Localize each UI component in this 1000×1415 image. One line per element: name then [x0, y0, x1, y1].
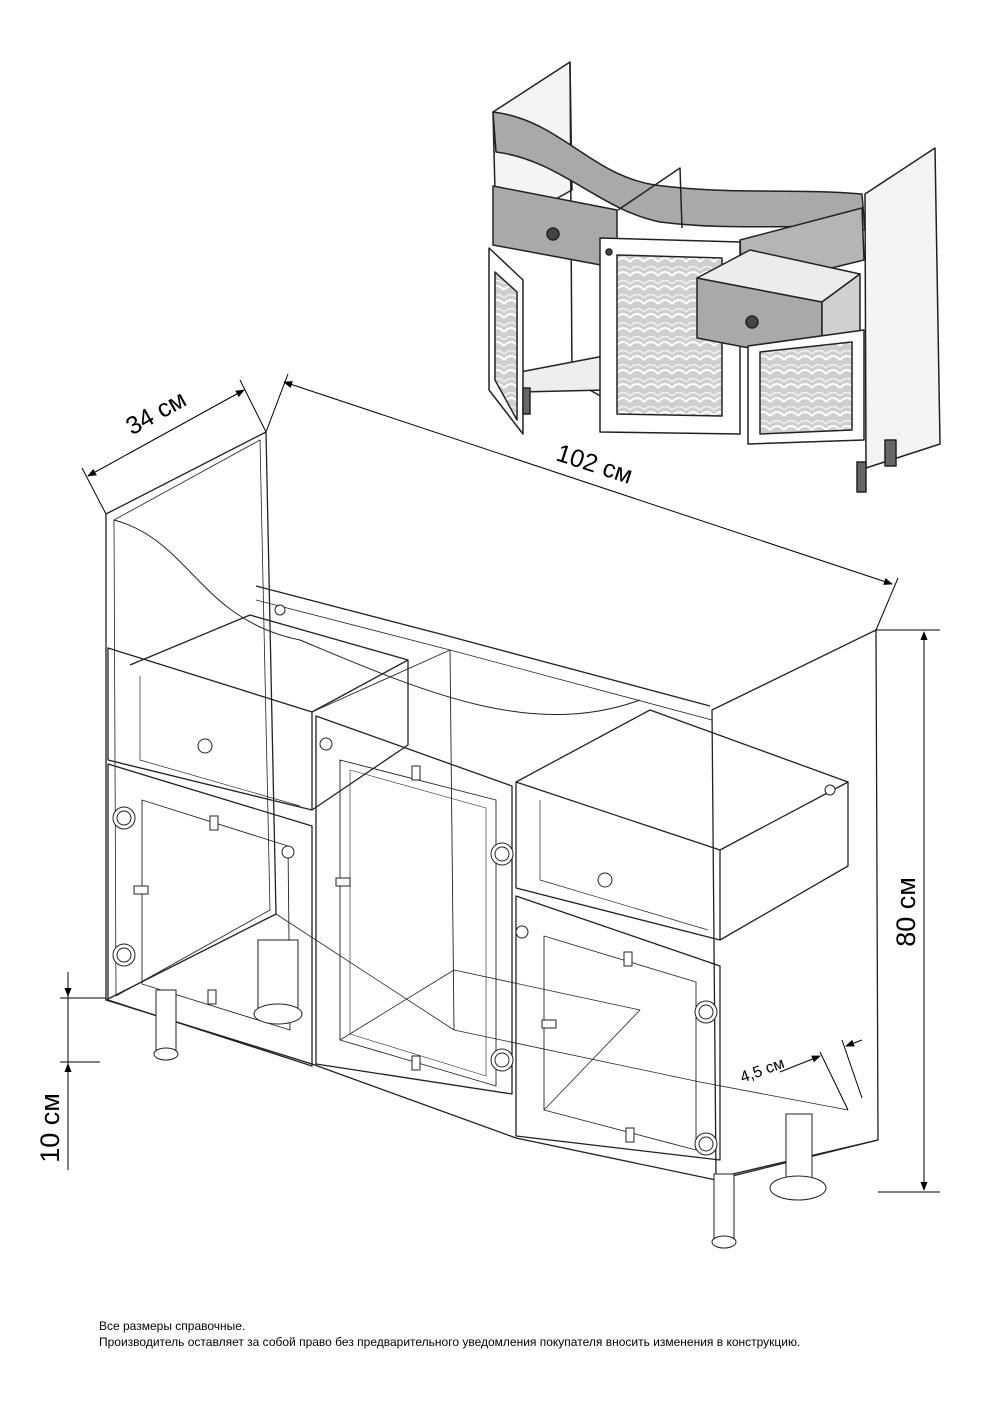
- wire-leg-1: [155, 989, 177, 1051]
- cabinet-wireframe: [105, 431, 879, 1181]
- wire-left-drawer: [107, 647, 313, 811]
- dim-label-width: 102 см: [553, 439, 636, 490]
- dimension-lines: [60, 373, 940, 1193]
- wire-leg-2: [257, 939, 299, 1009]
- dim-line-width: [283, 381, 893, 585]
- wire-leg-4: [785, 1113, 813, 1183]
- render-left-drawer: [492, 185, 618, 269]
- render-leg-3: [884, 439, 897, 467]
- dim-label-height: 80 см: [891, 877, 921, 947]
- wire-right-panel: [711, 629, 879, 1179]
- footnote: Все размеры справочные. Производитель ос…: [99, 1318, 800, 1350]
- cabinet-render: [488, 61, 941, 493]
- dim-label-leg: 10 см: [35, 1093, 65, 1163]
- render-leg-1: [522, 387, 531, 415]
- wire-center-door: [315, 715, 513, 1095]
- dim-label-depth: 34 см: [121, 385, 191, 441]
- render-right-side: [864, 147, 941, 469]
- dim-line-depth: [87, 389, 245, 477]
- wire-left-door: [107, 763, 313, 1067]
- wire-right-drawer: [515, 781, 721, 941]
- render-leg-2: [856, 461, 867, 493]
- render-top-rail: [492, 111, 866, 231]
- wire-top-rail: [255, 585, 711, 707]
- render-shelf: [519, 355, 607, 393]
- render-knob-left: [546, 227, 560, 241]
- wire-right-door: [515, 895, 721, 1161]
- footnote-line-1: Все размеры справочные.: [99, 1319, 246, 1333]
- wire-leg-3: [713, 1173, 735, 1239]
- dim-label-offset: 4,5 см: [738, 1055, 787, 1087]
- wire-left-panel: [105, 431, 277, 1001]
- render-knob-right: [745, 315, 759, 329]
- hardware: [112, 604, 836, 1249]
- dim-line-offset: [779, 1055, 821, 1073]
- wire-bottom: [105, 999, 879, 1181]
- footnote-line-2: Производитель оставляет за собой право б…: [99, 1335, 801, 1349]
